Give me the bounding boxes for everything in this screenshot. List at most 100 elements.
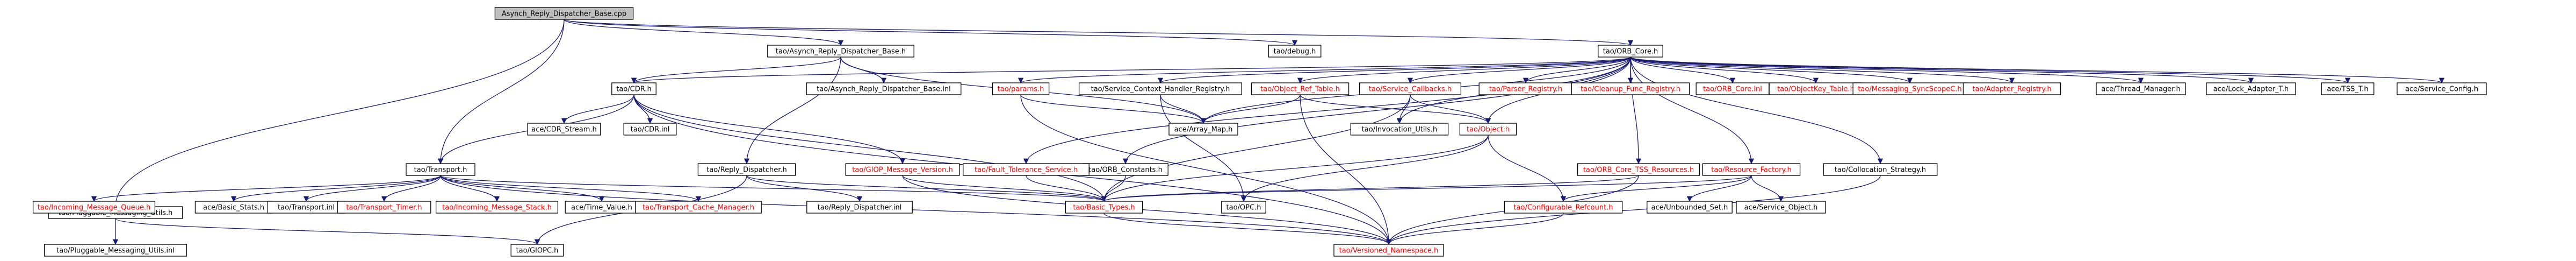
edge-root-to-async_h — [564, 19, 843, 46]
node-rf-h[interactable]: tao/Resource_Factory.h — [1702, 163, 1801, 176]
node-parser-h[interactable]: tao/Parser_Registry.h — [1478, 82, 1573, 95]
node-transport-h[interactable]: tao/Transport.h — [406, 163, 475, 176]
node-svcobj-h[interactable]: ace/Service_Object.h — [1736, 201, 1826, 214]
node-cleanup-h[interactable]: tao/Cleanup_Func_Registry.h — [1571, 82, 1690, 95]
node-box[interactable] — [845, 163, 960, 176]
node-box[interactable] — [2397, 82, 2487, 95]
node-box[interactable] — [44, 244, 187, 257]
node-box[interactable] — [1168, 123, 1238, 136]
node-opc-h[interactable]: tao/OPC.h — [1221, 201, 1266, 214]
node-cdrstream-h[interactable]: ace/CDR_Stream.h — [527, 123, 601, 136]
node-cdr-h[interactable]: tao/CDR.h — [611, 82, 656, 95]
node-box[interactable] — [510, 244, 564, 257]
node-async-h[interactable]: tao/Asynch_Reply_Dispatcher_Base.h — [767, 45, 914, 58]
node-replyd-h[interactable]: tao/Reply_Dispatcher.h — [697, 163, 796, 176]
node-box[interactable] — [1598, 45, 1663, 58]
node-basictypes-h[interactable]: tao/Basic_Types.h — [1065, 201, 1143, 214]
node-pmu-inl[interactable]: tao/Pluggable_Messaging_Utils.inl — [44, 244, 187, 257]
node-box[interactable] — [1647, 201, 1733, 214]
node-orbconst-h[interactable]: tao/ORB_Constants.h — [1083, 163, 1168, 176]
node-box[interactable] — [32, 201, 156, 214]
node-box[interactable] — [1823, 163, 1938, 176]
node-label: tao/ORB_Core.h — [1603, 48, 1658, 56]
node-svcconfig-h[interactable]: ace/Service_Config.h — [2397, 82, 2487, 95]
node-box[interactable] — [1065, 201, 1143, 214]
node-transporttimer-h[interactable]: tao/Transport_Timer.h — [337, 201, 431, 214]
node-label: tao/Service_Callbacks.h — [1369, 86, 1452, 94]
node-transport-inl[interactable]: tao/Transport.inl — [267, 201, 345, 214]
node-box[interactable] — [1577, 163, 1700, 176]
node-box[interactable] — [963, 163, 1089, 176]
node-collstrat-h[interactable]: tao/Collocation_Strategy.h — [1823, 163, 1938, 176]
node-box[interactable] — [635, 201, 762, 214]
node-box[interactable] — [435, 201, 559, 214]
node-box[interactable] — [1268, 45, 1322, 58]
node-box[interactable] — [697, 163, 796, 176]
node-msgsync-h[interactable]: tao/Messaging_SyncScopeC.h — [1852, 82, 1967, 95]
node-box[interactable] — [806, 82, 962, 95]
node-box[interactable] — [1251, 82, 1350, 95]
node-orbcore-h[interactable]: tao/ORB_Core.h — [1598, 45, 1663, 58]
node-timevalue-h[interactable]: ace/Time_Value.h — [565, 201, 639, 214]
node-box[interactable] — [1571, 82, 1690, 95]
node-box[interactable] — [623, 123, 677, 136]
node-schr-h[interactable]: tao/Service_Context_Handler_Registry.h — [1078, 82, 1243, 95]
node-fts-h[interactable]: tao/Fault_Tolerance_Service.h — [963, 163, 1089, 176]
node-tss-h[interactable]: tao/ORB_Core_TSS_Resources.h — [1577, 163, 1700, 176]
node-box[interactable] — [1350, 123, 1449, 136]
node-box[interactable] — [494, 7, 634, 20]
node-box[interactable] — [527, 123, 601, 136]
node-versioned-h[interactable]: tao/Versioned_Namespace.h — [1333, 244, 1444, 257]
node-label: tao/Cleanup_Func_Registry.h — [1581, 86, 1680, 94]
node-orbcore-inl[interactable]: tao/ORB_Core.inl — [1695, 82, 1770, 95]
node-root[interactable]: Asynch_Reply_Dispatcher_Base.cpp — [494, 7, 634, 20]
node-box[interactable] — [992, 82, 1050, 95]
edge-params_h-to-arraymap_h — [1020, 94, 1207, 124]
node-box[interactable] — [1962, 82, 2061, 95]
node-tsst-h[interactable]: ace/TSS_T.h — [2321, 82, 2375, 95]
edge-root-to-debug_h — [564, 19, 1297, 46]
node-box[interactable] — [1221, 201, 1266, 214]
node-basicstats-h[interactable]: ace/Basic_Stats.h — [194, 201, 273, 214]
node-box[interactable] — [611, 82, 656, 95]
node-invutils-h[interactable]: tao/Invocation_Utils.h — [1350, 123, 1449, 136]
node-box[interactable] — [2096, 82, 2186, 95]
node-box[interactable] — [1333, 244, 1444, 257]
node-box[interactable] — [1459, 123, 1517, 136]
node-arraymap-h[interactable]: ace/Array_Map.h — [1168, 123, 1238, 136]
node-box[interactable] — [767, 45, 914, 58]
node-imq-h[interactable]: tao/Incoming_Message_Queue.h — [32, 201, 156, 214]
node-box[interactable] — [2321, 82, 2375, 95]
node-box[interactable] — [406, 163, 475, 176]
node-unbset-h[interactable]: ace/Unbounded_Set.h — [1647, 201, 1733, 214]
node-box[interactable] — [2206, 82, 2296, 95]
node-box[interactable] — [1078, 82, 1243, 95]
node-adapter-h[interactable]: tao/Adapter_Registry.h — [1962, 82, 2061, 95]
node-box[interactable] — [337, 201, 431, 214]
node-label: tao/Object_Ref_Table.h — [1260, 86, 1340, 94]
node-cdr-inl[interactable]: tao/CDR.inl — [623, 123, 677, 136]
node-cfgref-h[interactable]: tao/Configurable_Refcount.h — [1504, 201, 1623, 214]
node-ort-h[interactable]: tao/Object_Ref_Table.h — [1251, 82, 1350, 95]
node-label: tao/CDR.h — [616, 86, 651, 94]
node-lockadapter-h[interactable]: ace/Lock_Adapter_T.h — [2206, 82, 2296, 95]
node-box[interactable] — [1736, 201, 1826, 214]
node-object-h[interactable]: tao/Object.h — [1459, 123, 1517, 136]
node-giopc-h[interactable]: tao/GIOPC.h — [510, 244, 564, 257]
node-giopver-h[interactable]: tao/GIOP_Message_Version.h — [845, 163, 960, 176]
node-svccb-h[interactable]: tao/Service_Callbacks.h — [1359, 82, 1462, 95]
node-box[interactable] — [1702, 163, 1801, 176]
node-objkey-h[interactable]: tao/ObjectKey_Table.h — [1769, 82, 1863, 95]
node-replyd-inl[interactable]: tao/Reply_Dispatcher.inl — [806, 201, 913, 214]
node-async-inl[interactable]: tao/Asynch_Reply_Dispatcher_Base.inl — [806, 82, 962, 95]
node-params-h[interactable]: tao/params.h — [992, 82, 1050, 95]
node-debug-h[interactable]: tao/debug.h — [1268, 45, 1322, 58]
node-box[interactable] — [1504, 201, 1623, 214]
node-box[interactable] — [1359, 82, 1462, 95]
edge-tss_h-to-basictypes_h — [1101, 175, 1639, 202]
node-ims-h[interactable]: tao/Incoming_Message_Stack.h — [435, 201, 559, 214]
node-tcm-h[interactable]: tao/Transport_Cache_Manager.h — [635, 201, 762, 214]
node-box[interactable] — [806, 201, 913, 214]
node-threadmgr-h[interactable]: ace/Thread_Manager.h — [2096, 82, 2186, 95]
